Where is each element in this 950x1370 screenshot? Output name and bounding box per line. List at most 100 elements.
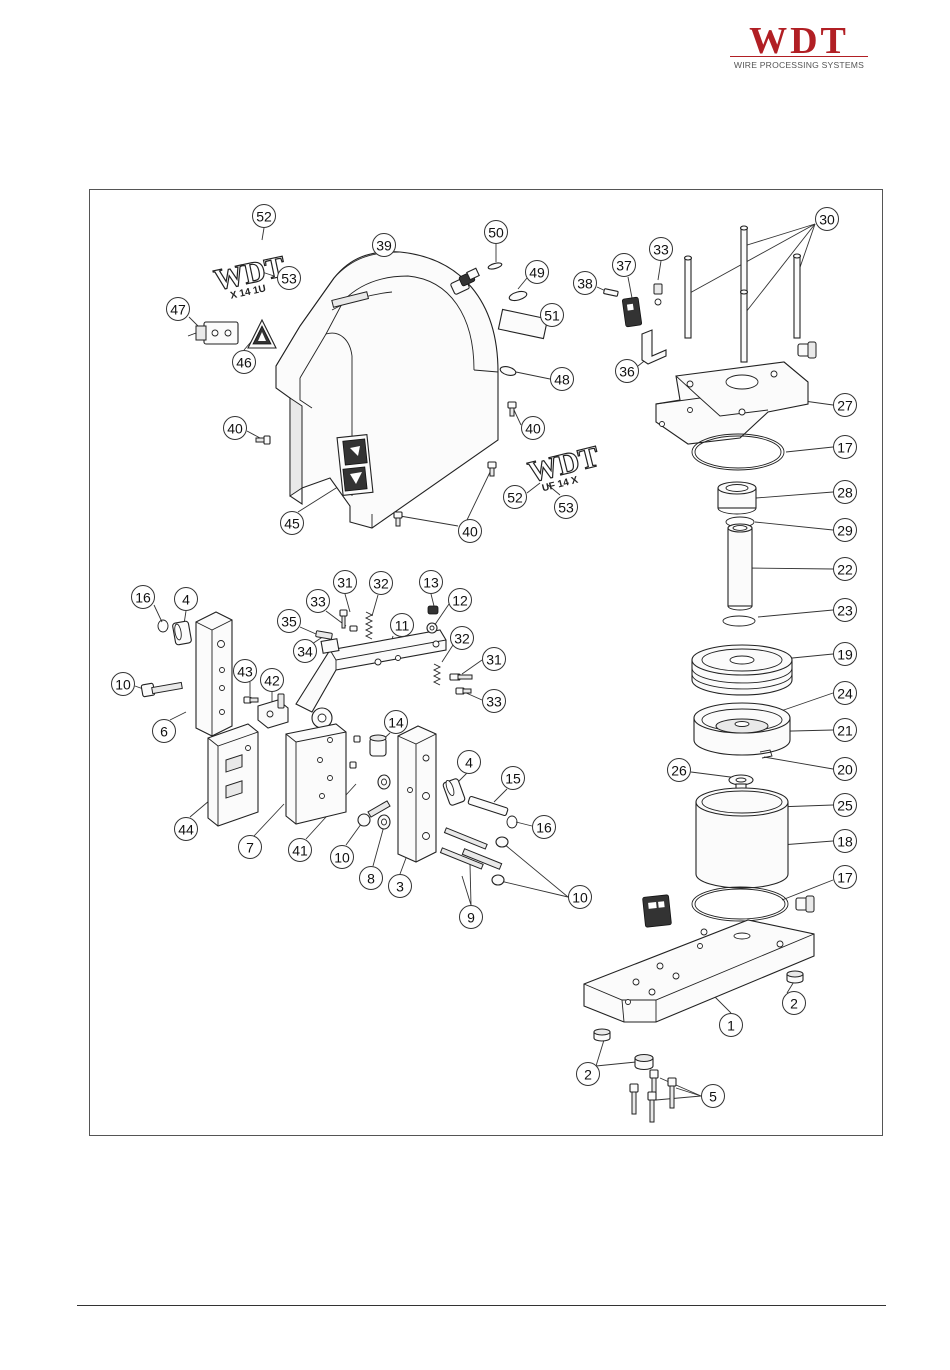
callout-4: 4 — [175, 588, 198, 611]
callout-number: 52 — [507, 490, 523, 506]
callout-number: 41 — [292, 843, 308, 859]
control-module — [643, 895, 672, 928]
clamp-block-42 — [258, 694, 288, 728]
callout-16: 16 — [132, 586, 155, 609]
callout-7: 7 — [239, 836, 262, 859]
callout-number: 31 — [486, 652, 502, 668]
callout-17: 17 — [834, 436, 857, 459]
ring-and-sleeve-left — [158, 620, 192, 645]
callout-number: 24 — [837, 686, 853, 702]
callout-number: 50 — [488, 225, 504, 241]
callout-number: 33 — [653, 242, 669, 258]
brand-decal-left: WDT X 14 1U — [211, 250, 288, 302]
lever-arm-11 — [296, 630, 446, 728]
callout-number: 33 — [486, 694, 502, 710]
callout-53: 53 — [555, 496, 578, 519]
callout-number: 10 — [115, 677, 131, 693]
callout-number: 15 — [505, 771, 521, 787]
callout-number: 31 — [337, 575, 353, 591]
callout-53: 53 — [278, 267, 301, 290]
callout-52: 52 — [253, 205, 276, 228]
callout-33: 33 — [307, 590, 330, 613]
callout-6: 6 — [153, 720, 176, 743]
callout-number: 47 — [170, 302, 186, 318]
callout-number: 25 — [837, 798, 853, 814]
callout-31: 31 — [334, 571, 357, 594]
callout-40: 40 — [522, 417, 545, 440]
cover-plate-44 — [208, 724, 258, 826]
callout-number: 40 — [462, 524, 478, 540]
callout-37: 37 — [613, 254, 636, 277]
callout-40: 40 — [459, 520, 482, 543]
callout-number: 26 — [671, 763, 687, 779]
base-screws — [630, 1070, 676, 1122]
footer-divider — [77, 1305, 886, 1306]
o-ring-large-lower — [692, 887, 788, 921]
callout-number: 40 — [227, 421, 243, 437]
callout-33: 33 — [650, 238, 673, 261]
callout-number: 3 — [396, 879, 404, 895]
door-latch-part — [188, 322, 238, 344]
callout-15: 15 — [502, 767, 525, 790]
callout-number: 33 — [310, 594, 326, 610]
bolts-9-10-bottom — [440, 828, 508, 885]
callout-number: 11 — [395, 618, 410, 634]
callout-10: 10 — [112, 673, 135, 696]
callout-23: 23 — [834, 599, 857, 622]
pulley — [692, 645, 792, 695]
callout-number: 34 — [297, 644, 313, 660]
callout-28: 28 — [834, 481, 857, 504]
callout-number: 4 — [465, 755, 473, 771]
bushing-14 — [370, 735, 386, 756]
callout-number: 38 — [577, 276, 593, 292]
callout-2: 2 — [783, 992, 806, 1015]
callout-number: 29 — [837, 523, 853, 539]
callout-22: 22 — [834, 558, 857, 581]
callout-30: 30 — [816, 208, 839, 231]
callout-52: 52 — [504, 486, 527, 509]
callout-11: 11 — [391, 614, 414, 637]
callout-number: 40 — [525, 421, 541, 437]
callout-46: 46 — [233, 351, 256, 374]
callout-48: 48 — [551, 368, 574, 391]
callout-34: 34 — [294, 640, 317, 663]
callout-21: 21 — [834, 719, 857, 742]
callout-number: 53 — [281, 271, 297, 287]
callout-41: 41 — [289, 839, 312, 862]
warning-triangle-decal — [248, 320, 276, 348]
callout-39: 39 — [373, 234, 396, 257]
callout-9: 9 — [460, 906, 483, 929]
callout-number: 21 — [837, 723, 853, 739]
protective-cover — [276, 252, 498, 528]
callout-number: 2 — [790, 996, 798, 1012]
callout-1: 1 — [720, 1014, 743, 1037]
callout-number: 36 — [619, 364, 635, 380]
callout-2: 2 — [577, 1063, 600, 1086]
callout-number: 43 — [237, 664, 253, 680]
callout-24: 24 — [834, 682, 857, 705]
upper-plate — [656, 362, 808, 444]
callout-42: 42 — [261, 669, 284, 692]
callout-36: 36 — [616, 360, 639, 383]
callout-number: 32 — [454, 631, 470, 647]
bushing-collar — [718, 482, 756, 514]
callout-45: 45 — [281, 512, 304, 535]
callout-17: 17 — [834, 866, 857, 889]
fitting-part-lower — [796, 896, 814, 912]
drum-cylinder — [696, 788, 788, 888]
callout-49: 49 — [526, 261, 549, 284]
callout-19: 19 — [834, 643, 857, 666]
callout-number: 28 — [837, 485, 853, 501]
callout-number: 10 — [334, 850, 350, 866]
callout-number: 13 — [423, 575, 439, 591]
callout-38: 38 — [574, 272, 597, 295]
main-plate-7 — [286, 724, 346, 824]
callout-40: 40 — [224, 417, 247, 440]
callout-10: 10 — [331, 846, 354, 869]
callout-number: 22 — [837, 562, 853, 578]
callout-number: 35 — [281, 614, 297, 630]
clutch-housing — [694, 703, 790, 758]
callout-31: 31 — [483, 648, 506, 671]
callout-8: 8 — [360, 867, 383, 890]
